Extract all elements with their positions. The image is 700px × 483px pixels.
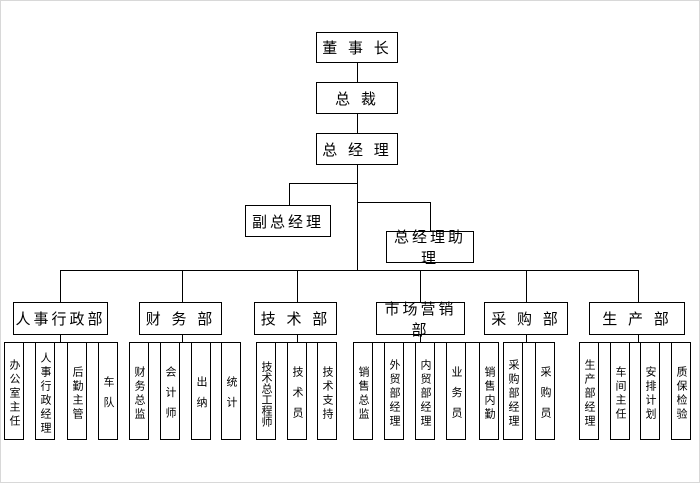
- unit-label: 外贸部经理: [388, 358, 401, 429]
- connector: [60, 270, 61, 302]
- connector: [357, 164, 358, 271]
- dept-production: 生 产 部: [589, 302, 685, 335]
- connector: [638, 334, 639, 343]
- connector: [357, 202, 431, 203]
- connector: [289, 183, 290, 205]
- dept-technology: 技 术 部: [254, 302, 337, 335]
- unit-salesperson: 业 务 员: [446, 342, 466, 440]
- connector: [60, 270, 638, 271]
- unit-domestic-trade-manager: 内贸部经理: [415, 342, 435, 440]
- connector: [139, 342, 231, 343]
- unit-label: 质保检验: [675, 365, 688, 422]
- unit-scheduling: 安排计划: [640, 342, 660, 440]
- unit-label: 技术支持: [321, 365, 334, 422]
- node-general-manager: 总 经 理: [316, 133, 398, 165]
- unit-statistics: 统 计: [221, 342, 241, 440]
- connector: [297, 270, 298, 302]
- connector: [526, 334, 527, 343]
- node-gm-assistant: 总经理助理: [386, 228, 474, 267]
- connector: [638, 270, 639, 302]
- dept-purchasing: 采 购 部: [484, 302, 568, 335]
- unit-purchaser: 采 购 员: [535, 342, 555, 440]
- unit-label: 销售总监: [357, 365, 370, 422]
- unit-purchasing-manager: 采购部经理: [503, 342, 523, 440]
- unit-motor-pool: 车 队: [98, 342, 118, 440]
- connector: [513, 342, 545, 343]
- unit-cashier: 出 纳: [191, 342, 211, 440]
- connector: [182, 270, 183, 302]
- unit-tech-support: 技术支持: [317, 342, 337, 440]
- unit-label: 安排计划: [644, 365, 657, 422]
- connector: [60, 334, 61, 343]
- connector: [13, 342, 108, 343]
- connector: [357, 113, 358, 133]
- unit-production-manager: 生产部经理: [579, 342, 599, 440]
- connector: [526, 270, 527, 302]
- unit-logistics-supervisor: 后勤主管: [67, 342, 87, 440]
- unit-label: 业 务 员: [450, 366, 463, 421]
- node-chairman: 董 事 长: [316, 32, 398, 63]
- unit-label: 人事行政经理: [39, 351, 52, 436]
- node-president: 总 裁: [316, 82, 398, 114]
- unit-label: 生产部经理: [583, 358, 596, 429]
- connector: [589, 342, 681, 343]
- unit-sales-clerk: 销售内勤: [479, 342, 499, 440]
- dept-marketing: 市场营销部: [376, 300, 465, 339]
- unit-sales-director: 销售总监: [353, 342, 373, 440]
- unit-label: 销售内勤: [483, 365, 496, 422]
- unit-label: 技 术 员: [291, 366, 304, 421]
- unit-chief-engineer: 技术总工程师: [256, 342, 276, 440]
- unit-label: 车 队: [102, 376, 115, 411]
- connector: [420, 334, 421, 343]
- unit-label: 车间主任: [614, 365, 627, 422]
- unit-quality-inspection: 质保检验: [671, 342, 691, 440]
- unit-foreign-trade-manager: 外贸部经理: [384, 342, 404, 440]
- unit-technician: 技 术 员: [287, 342, 307, 440]
- connector: [430, 202, 431, 231]
- unit-label: 采购部经理: [507, 358, 520, 429]
- unit-label: 统 计: [225, 376, 238, 411]
- unit-label: 技术总工程师: [260, 360, 273, 427]
- unit-office-director: 办公室主任: [4, 342, 24, 440]
- unit-label: 采 购 员: [539, 366, 552, 421]
- unit-label: 会 计 师: [164, 366, 177, 421]
- node-deputy-gm: 副总经理: [245, 205, 331, 237]
- connector: [289, 183, 358, 184]
- connector: [182, 334, 183, 343]
- unit-label: 内贸部经理: [419, 358, 432, 429]
- connector: [357, 62, 358, 82]
- connector: [420, 270, 421, 302]
- unit-hr-manager: 人事行政经理: [35, 342, 55, 440]
- dept-finance: 财 务 部: [139, 302, 222, 335]
- dept-hr-admin: 人事行政部: [13, 302, 108, 335]
- unit-label: 后勤主管: [71, 365, 84, 422]
- connector: [297, 334, 298, 343]
- unit-label: 财务总监: [133, 365, 146, 422]
- unit-workshop-director: 车间主任: [610, 342, 630, 440]
- unit-finance-director: 财务总监: [129, 342, 149, 440]
- unit-label: 办公室主任: [8, 358, 21, 429]
- unit-label: 出 纳: [195, 376, 208, 411]
- unit-accountant: 会 计 师: [160, 342, 180, 440]
